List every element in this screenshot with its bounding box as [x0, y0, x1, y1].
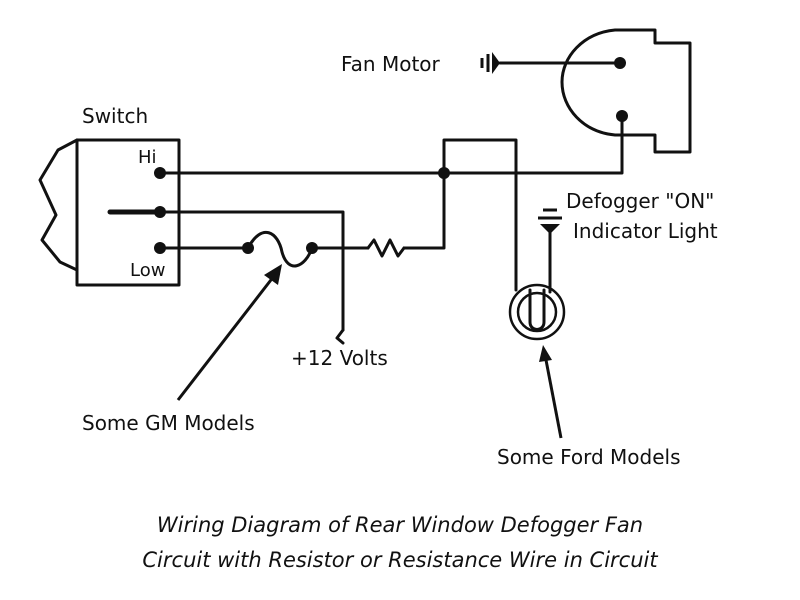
- hi-wire: [158, 114, 624, 175]
- defogger-label-line1: Defogger "ON": [566, 189, 714, 213]
- caption-line1: Wiring Diagram of Rear Window Defogger F…: [157, 513, 643, 537]
- resistor: [366, 238, 406, 258]
- supply-terminal: [335, 328, 345, 345]
- resistance-wire-crossover: [246, 230, 314, 268]
- bulb-filament: [528, 288, 546, 331]
- fan-motor-label: Fan Motor: [341, 52, 441, 76]
- defogger-label-line2: Indicator Light: [573, 219, 718, 243]
- supply-wire: [158, 210, 345, 332]
- switch-bracket: [38, 138, 79, 272]
- gm-pointer-arrow: [176, 275, 276, 401]
- indicator-bulb: [508, 283, 566, 341]
- indicator-loop-wire: [442, 138, 518, 292]
- switch-label: Switch: [82, 104, 148, 128]
- resistor-to-junction: [402, 171, 446, 250]
- volts-label: +12 Volts: [291, 346, 388, 370]
- ford-label: Some Ford Models: [497, 445, 681, 469]
- switch-hi-label: Hi: [138, 147, 157, 168]
- ford-pointer-arrow: [544, 359, 563, 439]
- fan-motor-connector: [560, 28, 692, 154]
- caption-line2: Circuit with Resistor or Resistance Wire…: [142, 548, 658, 572]
- indicator-bulb-inner: [516, 291, 558, 333]
- switch-low-label: Low: [130, 260, 165, 281]
- gm-label: Some GM Models: [82, 411, 255, 435]
